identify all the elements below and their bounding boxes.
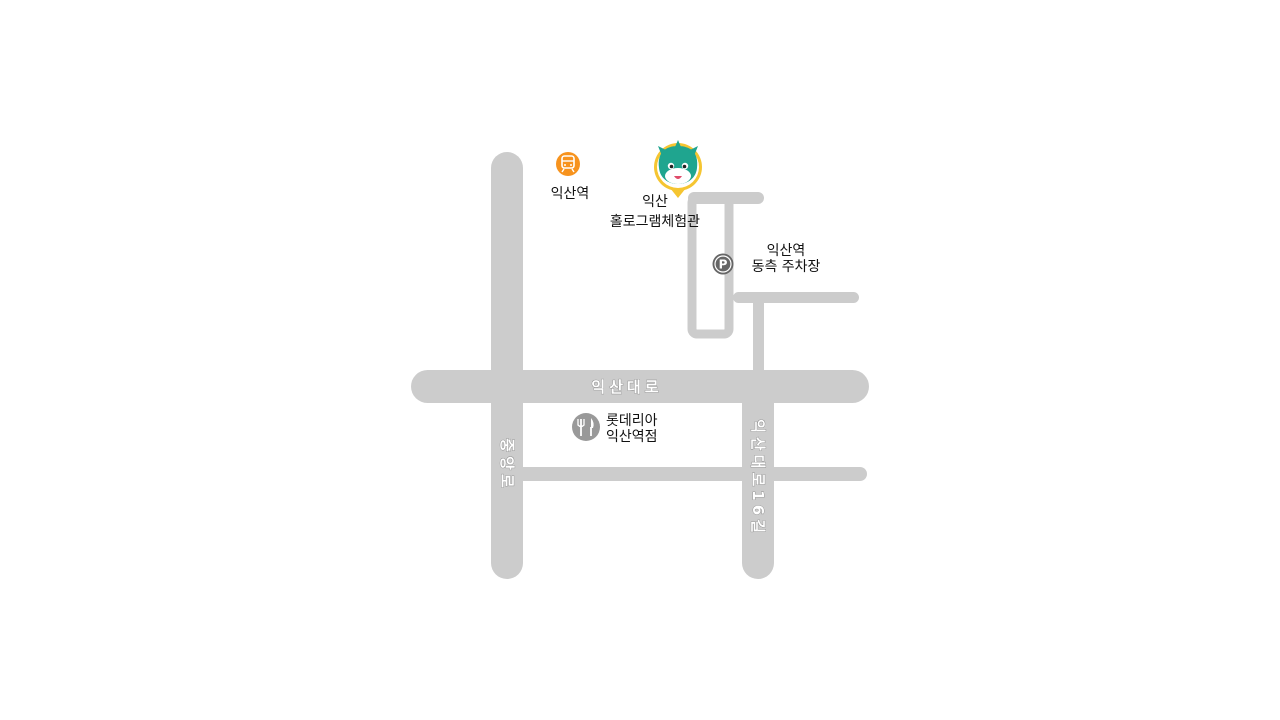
hologram-center-label-line1: 익산	[642, 194, 668, 210]
road-parking-right-horizontal	[733, 292, 859, 303]
hologram-center-label-line2: 홀로그램체험관	[610, 214, 700, 230]
road-label-iksan-daero: 익산대로	[591, 378, 662, 396]
road-label-jungang-ro: 중앙로	[498, 438, 516, 491]
road-labels: 익산대로 중앙로 익산대로16길	[498, 378, 768, 538]
station-label: 익산역	[551, 186, 590, 202]
train-icon	[556, 152, 580, 176]
road-parking-connector-vertical	[753, 292, 764, 382]
poi-parking[interactable]: P 익산역 동측 주차장	[712, 243, 821, 275]
parking-label-line2: 동측 주차장	[752, 259, 821, 275]
road-label-iksan-daero-16-gil: 익산대로16길	[749, 419, 767, 537]
restaurant-label-line1: 롯데리아	[606, 413, 658, 429]
parking-icon-glyph: P	[719, 258, 728, 272]
mascot-location-pin-icon	[654, 140, 702, 198]
poi-hologram-center[interactable]: 익산 홀로그램체험관	[610, 140, 702, 230]
restaurant-icon	[572, 413, 600, 441]
roads	[411, 152, 869, 579]
road-lower-horizontal	[510, 467, 867, 481]
road-jungang-ro	[491, 152, 523, 579]
poi-restaurant[interactable]: 롯데리아 익산역점	[572, 413, 658, 445]
poi-station[interactable]: 익산역	[551, 152, 590, 202]
parking-icon: P	[712, 253, 734, 275]
parking-label-line1: 익산역	[767, 243, 806, 259]
restaurant-label-line2: 익산역점	[606, 429, 658, 445]
